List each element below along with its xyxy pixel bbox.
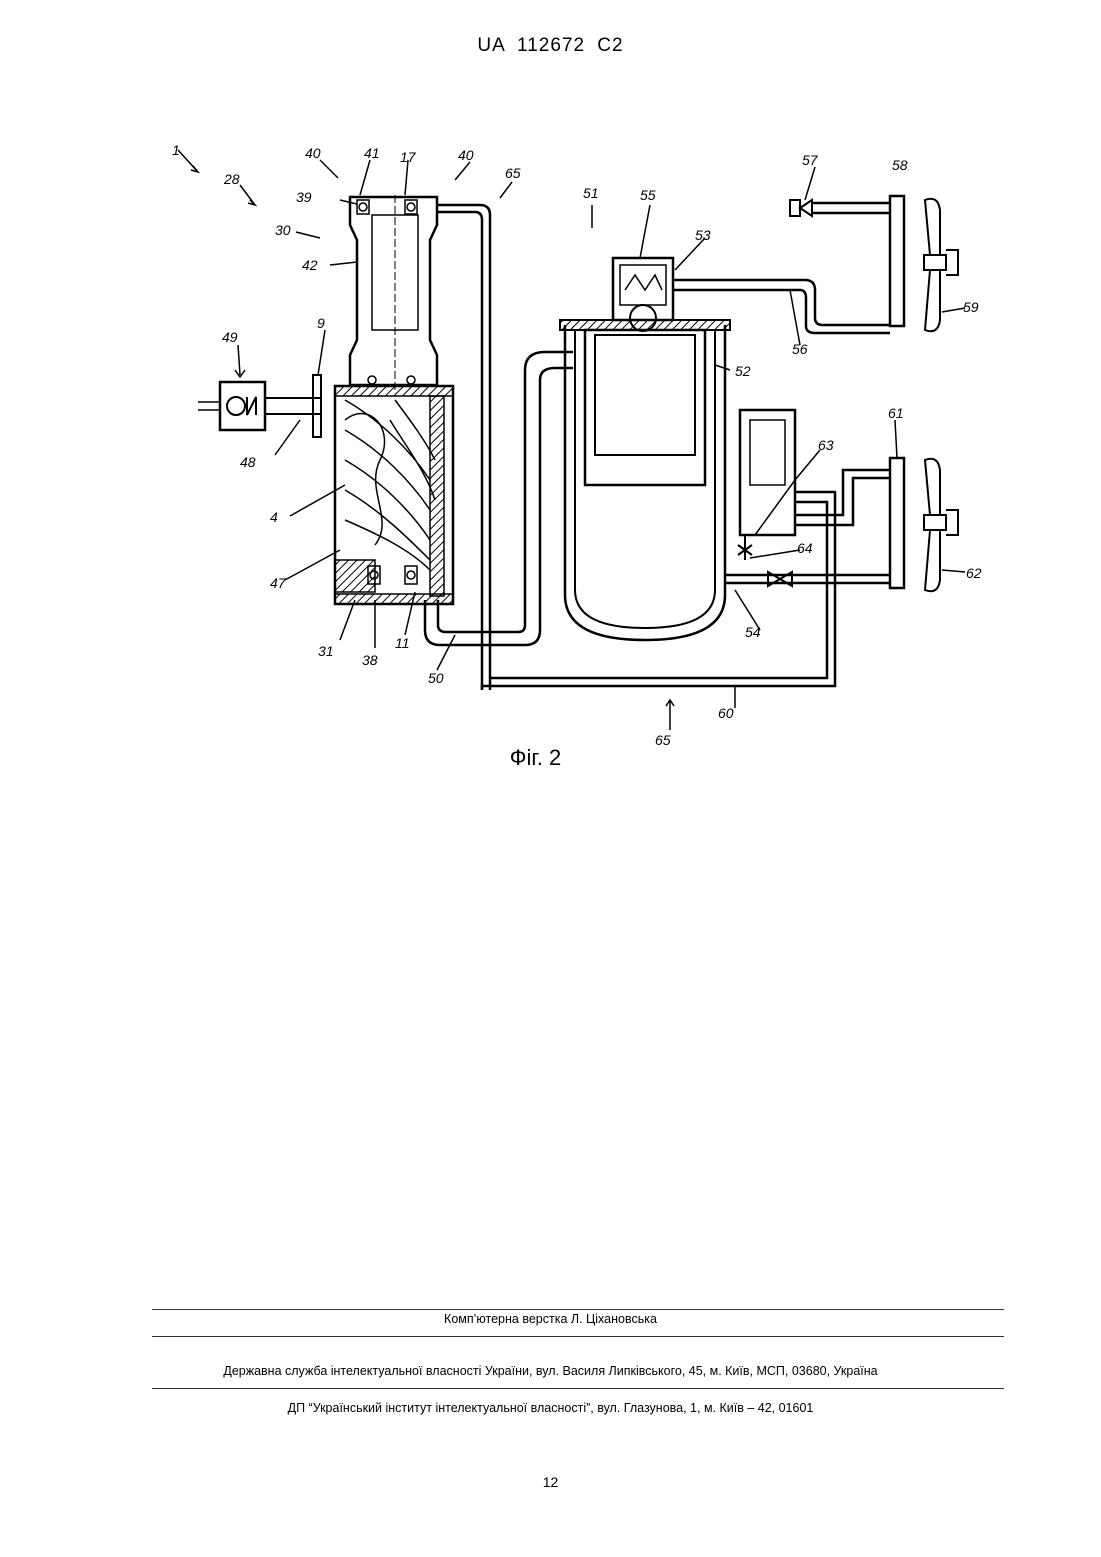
label-9: 9 xyxy=(317,315,325,331)
institute-address: ДП “Український інститут інтелектуальної… xyxy=(0,1401,1101,1415)
motor-housing xyxy=(350,197,437,385)
label-65-top: 65 xyxy=(505,165,521,181)
label-41: 41 xyxy=(364,145,380,161)
label-11: 11 xyxy=(395,635,410,651)
label-55: 55 xyxy=(640,187,656,203)
label-39: 39 xyxy=(296,189,312,205)
label-47: 47 xyxy=(270,575,287,591)
label-51: 51 xyxy=(583,185,599,201)
label-49: 49 xyxy=(222,329,238,345)
layout-credit: Комп’ютерна верстка Л. Ціхановська xyxy=(0,1312,1101,1326)
fan-59 xyxy=(925,199,940,332)
label-31: 31 xyxy=(318,643,334,659)
label-30: 30 xyxy=(275,222,291,238)
cooler-61 xyxy=(890,458,904,588)
figure-caption: Фіг. 2 xyxy=(0,745,1101,771)
label-58: 58 xyxy=(892,157,908,173)
label-63: 63 xyxy=(818,437,834,453)
label-4: 4 xyxy=(270,509,278,525)
patent-drawing-figure-2: 1 28 30 40 41 17 40 65 51 55 57 58 39 53… xyxy=(150,130,1000,750)
patent-number-header: UA 112672 C2 xyxy=(0,35,1101,57)
page-number: 12 xyxy=(0,1474,1101,1490)
figure-caption-text: Фіг. 2 xyxy=(510,745,561,771)
label-17: 17 xyxy=(400,149,417,165)
pipe-54 xyxy=(725,575,890,583)
label-1: 1 xyxy=(172,142,180,158)
pipe-56 xyxy=(673,280,890,325)
label-40-left: 40 xyxy=(305,145,321,161)
filter-unit xyxy=(740,410,795,535)
label-62: 62 xyxy=(966,565,982,581)
fan-62 xyxy=(925,459,940,592)
label-52: 52 xyxy=(735,363,751,379)
screw-rotor-lines xyxy=(345,400,435,570)
pipe-60 xyxy=(482,510,835,690)
office-address: Державна служба інтелектуальної власност… xyxy=(0,1364,1101,1378)
valve-57 xyxy=(790,200,812,216)
label-54: 54 xyxy=(745,624,761,640)
footer-rule-3 xyxy=(152,1388,1004,1389)
label-60: 60 xyxy=(718,705,734,721)
label-61: 61 xyxy=(888,405,904,421)
footer-rule-2 xyxy=(152,1336,1004,1337)
label-40-right: 40 xyxy=(458,147,474,163)
label-59: 59 xyxy=(963,299,979,315)
label-42: 42 xyxy=(302,257,318,273)
label-38: 38 xyxy=(362,652,378,668)
label-64: 64 xyxy=(797,540,813,556)
label-28: 28 xyxy=(223,171,240,187)
label-56: 56 xyxy=(792,341,808,357)
valve-55 xyxy=(613,258,673,320)
cooler-58 xyxy=(890,196,904,326)
label-50: 50 xyxy=(428,670,444,686)
label-53: 53 xyxy=(695,227,711,243)
separator-tank-52 xyxy=(565,325,725,640)
label-48: 48 xyxy=(240,454,256,470)
label-57: 57 xyxy=(802,152,819,168)
footer-rule-1 xyxy=(152,1309,1004,1310)
